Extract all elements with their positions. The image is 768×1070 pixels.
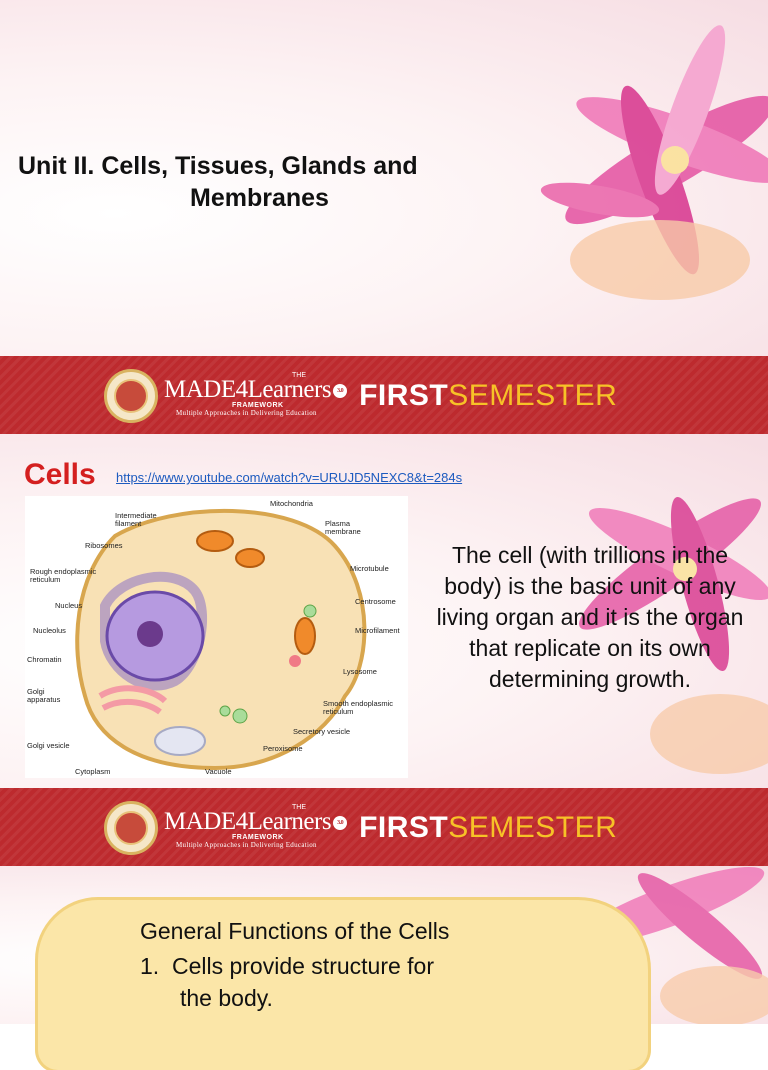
svg-text:Microtubule: Microtubule	[350, 564, 389, 573]
svg-text:filament: filament	[115, 519, 142, 528]
svg-text:Ribosomes: Ribosomes	[85, 541, 123, 550]
flower-decoration	[579, 496, 768, 774]
title-line-1: Unit II. Cells, Tissues, Glands and	[18, 152, 418, 180]
svg-text:Chromatin: Chromatin	[27, 655, 62, 664]
svg-text:Cytoplasm: Cytoplasm	[75, 767, 110, 776]
svg-text:Microfilament: Microfilament	[355, 626, 401, 635]
flower-decoration	[540, 25, 768, 300]
svg-text:Intermediate: Intermediate	[115, 511, 157, 520]
svg-text:reticulum: reticulum	[323, 707, 353, 716]
svg-text:Rough endoplasmic: Rough endoplasmic	[30, 567, 97, 576]
cell-diagram: Mitochondria Intermediate filament Plasm…	[25, 496, 408, 778]
svg-text:Golgi: Golgi	[27, 687, 45, 696]
cell-description: The cell (with trillions in the body) is…	[436, 542, 744, 692]
svg-text:Plasma: Plasma	[325, 519, 351, 528]
svg-text:reticulum: reticulum	[30, 575, 60, 584]
slide-title: Unit II. Cells, Tissues, Glands and Memb…	[0, 0, 768, 356]
svg-text:membrane: membrane	[325, 527, 361, 536]
cells-heading: Cells	[24, 458, 96, 491]
version-badge: 3.0	[333, 815, 348, 830]
svg-text:Golgi vesicle: Golgi vesicle	[27, 741, 70, 750]
svg-text:Smooth endoplasmic: Smooth endoplasmic	[323, 699, 393, 708]
svg-text:Peroxisome: Peroxisome	[263, 744, 303, 753]
svg-text:Nucleolus: Nucleolus	[33, 626, 66, 635]
school-seal-icon	[104, 801, 158, 855]
slide-title-text: Unit II. Cells, Tissues, Glands and Memb…	[18, 150, 548, 214]
svg-text:apparatus: apparatus	[27, 695, 61, 704]
svg-text:Vacuole: Vacuole	[205, 767, 232, 776]
function-item-1: 1. Cells provide structure for the body.	[140, 953, 435, 1011]
school-seal-icon	[104, 369, 158, 423]
label-mitochondria: Mitochondria	[270, 499, 314, 508]
semester-label: FIRSTSEMESTER	[359, 379, 618, 412]
semester-label: FIRSTSEMESTER	[359, 811, 618, 844]
version-badge: 3.0	[333, 383, 348, 398]
svg-text:Secretory vesicle: Secretory vesicle	[293, 727, 350, 736]
functions-heading: General Functions of the Cells	[140, 918, 450, 944]
svg-text:Lysosome: Lysosome	[343, 667, 377, 676]
title-line-2: Membranes	[190, 184, 329, 212]
svg-text:Centrosome: Centrosome	[355, 597, 396, 606]
svg-text:Nucleus: Nucleus	[55, 601, 82, 610]
youtube-link[interactable]: https://www.youtube.com/watch?v=URUJD5NE…	[116, 470, 463, 485]
